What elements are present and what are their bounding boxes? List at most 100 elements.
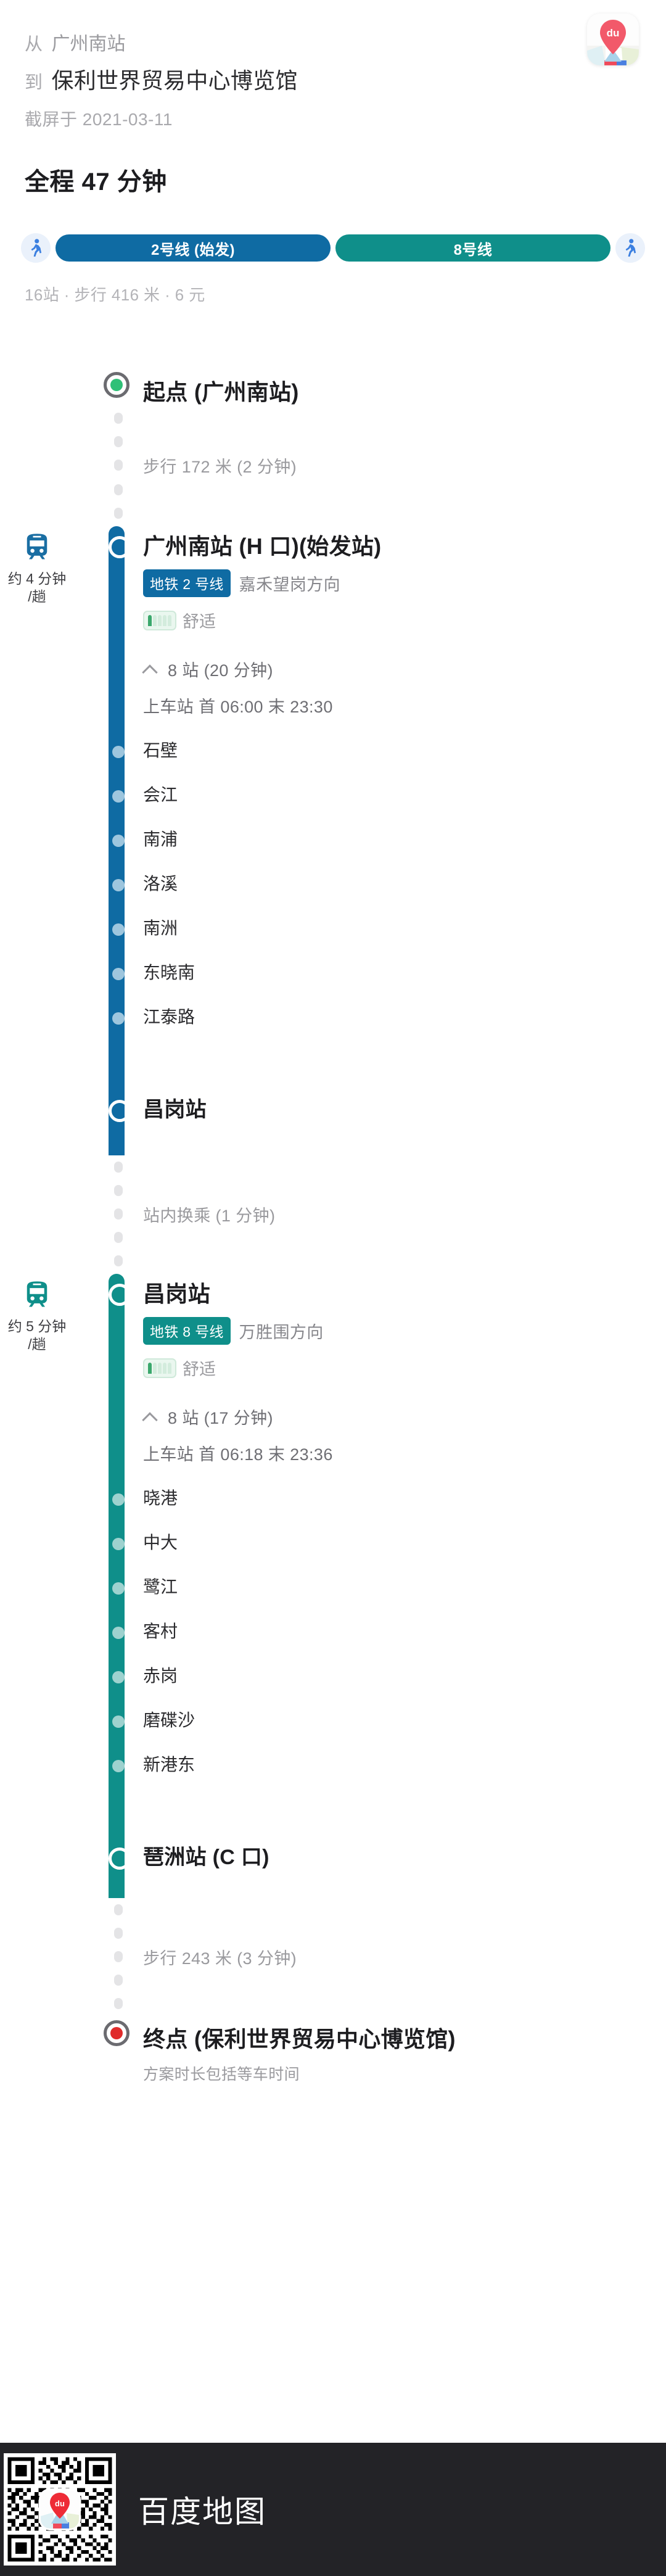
dotted-rail-dot — [114, 1255, 123, 1266]
alight-station-name: 昌岗站 — [143, 1098, 207, 1121]
line-badge-line8: 地铁 8 号线 — [143, 1317, 231, 1345]
start-point-label: 起点 (广州南站) — [143, 379, 299, 405]
origin-value: 广州南站 — [51, 34, 126, 54]
stop-name: 南洲 — [143, 919, 178, 938]
dotted-rail-dot — [114, 413, 123, 424]
train-icon — [27, 534, 47, 559]
comfort-label: 舒适 — [183, 1360, 216, 1379]
dotted-rail-dot — [114, 460, 123, 471]
stop-dot — [112, 1715, 125, 1728]
segment-frequency-line1: 约 4 分钟 — [7, 570, 67, 587]
qr-center-logo: du — [41, 2490, 79, 2529]
stop-dot — [112, 746, 125, 758]
logo-location-pin-icon: du — [600, 20, 626, 54]
origin-row: 从 广州南站 — [25, 28, 641, 56]
walk-start-bubble — [21, 233, 51, 263]
stop-name: 中大 — [143, 1533, 178, 1552]
line-info-row: 地铁 8 号线 万胜围方向 — [143, 1317, 654, 1345]
timeline-transfer-gap: 站内换乘 (1 分钟) — [0, 1155, 666, 1274]
comfort-car-icon — [143, 1358, 176, 1378]
segment-frequency-line2: /趟 — [28, 588, 46, 605]
destination-value: 保利世界贸易中心博览馆 — [51, 68, 298, 93]
duration-disclaimer: 方案时长包括等车时间 — [143, 2066, 300, 2083]
dotted-rail-dot — [114, 1232, 123, 1243]
timeline-final-walk-gap: 步行 243 米 (3 分钟) — [0, 1898, 666, 2015]
stop-dot — [112, 790, 125, 803]
stop-name: 晓港 — [143, 1488, 178, 1508]
route-overview-bar: 2号线 (始发) 8号线 — [21, 233, 666, 263]
route-pill-line8[interactable]: 8号线 — [335, 234, 610, 262]
dotted-rail-dot — [114, 484, 123, 495]
dotted-rail-dot — [114, 1185, 123, 1196]
stop-name: 洛溪 — [143, 874, 178, 893]
capture-date-label: 截屏于 2021-03-11 — [25, 110, 173, 129]
stop-dot — [112, 1671, 125, 1683]
first-last-train-label: 上车站 首 06:18 末 23:36 — [143, 1445, 333, 1464]
segment-frequency-line1: 约 5 分钟 — [7, 1318, 67, 1334]
line-direction-label: 嘉禾望岗方向 — [239, 576, 341, 594]
line-badge-line2: 地铁 2 号线 — [143, 569, 231, 597]
dotted-rail-dot — [114, 1904, 123, 1915]
stop-dot — [112, 879, 125, 891]
qr-code-icon[interactable]: du — [4, 2453, 116, 2566]
board-station-name: 昌岗站 — [143, 1281, 210, 1307]
line-direction-label: 万胜围方向 — [239, 1323, 324, 1342]
alight-station-node — [109, 1847, 131, 1870]
stop-name: 东晓南 — [143, 963, 195, 982]
stop-dot — [112, 1493, 125, 1506]
dotted-rail-dot — [114, 1998, 123, 2009]
comfort-label: 舒适 — [183, 613, 216, 631]
route-pill-line2[interactable]: 2号线 (始发) — [56, 234, 331, 262]
total-duration-label: 全程 47 分钟 — [25, 168, 167, 196]
app-footer-bar: du 百度地图 — [0, 2443, 666, 2576]
stop-name: 会江 — [143, 785, 178, 804]
timeline-end-section: 终点 (保利世界贸易中心博览馆) 方案时长包括等车时间 — [0, 2015, 666, 2102]
stop-dot — [112, 923, 125, 936]
stop-dot — [112, 1582, 125, 1595]
baidu-map-logo: du — [587, 14, 639, 65]
alight-station-node — [109, 1100, 131, 1122]
dotted-rail-dot — [114, 508, 123, 519]
destination-row: 到 保利世界贸易中心博览馆 — [25, 63, 641, 95]
page-header: 从 广州南站 到 保利世界贸易中心博览馆 截屏于 2021-03-11 du — [0, 0, 666, 131]
walk-icon — [31, 239, 42, 257]
stops-summary-label: 8 站 (20 分钟) — [168, 661, 273, 680]
stop-dot — [112, 1627, 125, 1639]
stops-collapse-toggle[interactable]: 8 站 (17 分钟) — [143, 1405, 654, 1429]
alight-station-name: 琶洲站 (C 口) — [143, 1846, 269, 1869]
route-timeline: 起点 (广州南站) 步行 172 米 (2 分钟) 约 4 分钟 /趟 广州南站 — [0, 372, 666, 2102]
train-icon — [27, 1281, 47, 1307]
stop-name: 赤岗 — [143, 1666, 178, 1685]
qr-logo-pin-icon: du — [41, 2490, 79, 2529]
stop-name: 新港东 — [143, 1755, 195, 1774]
comfort-row: 舒适 — [143, 608, 654, 632]
footer-brand-label: 百度地图 — [138, 2495, 266, 2529]
transfer-note-label: 站内换乘 (1 分钟) — [143, 1207, 276, 1225]
chevron-up-icon — [143, 1410, 157, 1424]
comfort-car-icon — [143, 610, 176, 630]
stop-name: 江泰路 — [143, 1007, 195, 1026]
board-station-name: 广州南站 (H 口)(始发站) — [143, 534, 382, 559]
end-marker-icon — [104, 2020, 130, 2046]
segment-frequency-gutter: 约 5 分钟 /趟 — [0, 1279, 74, 1353]
dotted-rail-dot — [114, 1208, 123, 1220]
timeline-start-section: 起点 (广州南站) 步行 172 米 (2 分钟) — [0, 372, 666, 476]
stops-collapse-toggle[interactable]: 8 站 (20 分钟) — [143, 657, 654, 681]
dotted-rail-dot — [114, 1951, 123, 1962]
stop-dot — [112, 1012, 125, 1025]
timeline-segment-line8: 约 5 分钟 /趟 昌岗站 地铁 8 号线 万胜围方向 舒适 — [0, 1274, 666, 1898]
segment-frequency-line2: /趟 — [28, 1335, 46, 1352]
dotted-rail-dot — [114, 1162, 123, 1173]
end-point-label: 终点 (保利世界贸易中心博览馆) — [143, 2026, 456, 2052]
chevron-up-icon — [143, 663, 157, 676]
stop-dot — [112, 968, 125, 980]
stop-dot — [112, 835, 125, 847]
walk-to-station-note: 步行 172 米 (2 分钟) — [143, 458, 297, 476]
origin-prefix-label: 从 — [25, 35, 43, 54]
walk-icon — [625, 239, 636, 257]
route-summary-detail: 16站 · 步行 416 米 · 6 元 — [25, 286, 205, 304]
first-last-train-label: 上车站 首 06:00 末 23:30 — [143, 698, 333, 716]
svg-text:du: du — [55, 2499, 65, 2508]
destination-prefix-label: 到 — [25, 73, 43, 93]
stop-name: 磨碟沙 — [143, 1711, 195, 1730]
